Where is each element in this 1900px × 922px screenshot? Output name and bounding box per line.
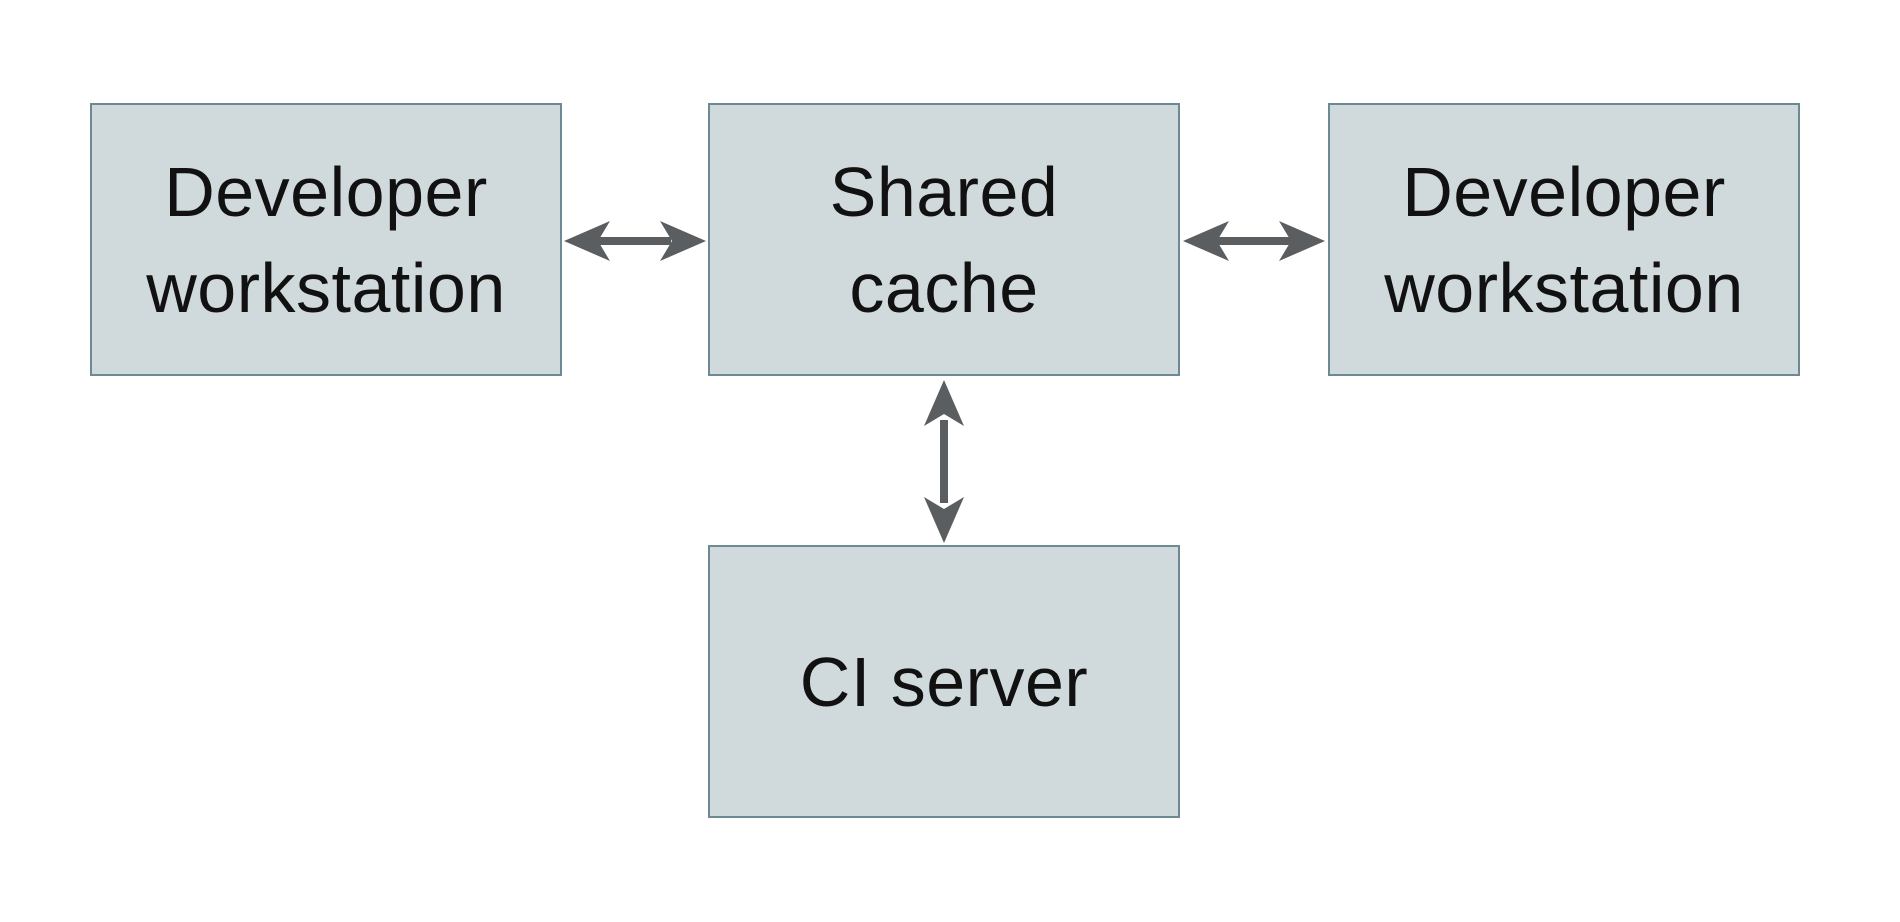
node-shared-cache: Shared cache: [708, 103, 1180, 376]
node-label-line2: workstation: [1384, 248, 1744, 327]
node-developer-workstation-left: Developer workstation: [90, 103, 562, 376]
node-label-line2: cache: [849, 248, 1039, 327]
node-label-line1: Developer: [1402, 152, 1726, 231]
arrow-cache-devright: [1183, 221, 1325, 261]
node-label-line2: workstation: [146, 248, 506, 327]
node-label: Shared cache: [830, 144, 1059, 336]
node-label: Developer workstation: [146, 144, 506, 336]
node-label-line1: CI server: [799, 642, 1089, 721]
node-label: Developer workstation: [1384, 144, 1744, 336]
arrow-devleft-cache: [564, 221, 706, 261]
node-label-line1: Developer: [164, 152, 488, 231]
arrow-cache-ciserver: [924, 380, 964, 543]
node-ci-server: CI server: [708, 545, 1180, 818]
node-label-line1: Shared: [829, 152, 1059, 231]
node-developer-workstation-right: Developer workstation: [1328, 103, 1800, 376]
node-label: CI server: [800, 634, 1088, 730]
